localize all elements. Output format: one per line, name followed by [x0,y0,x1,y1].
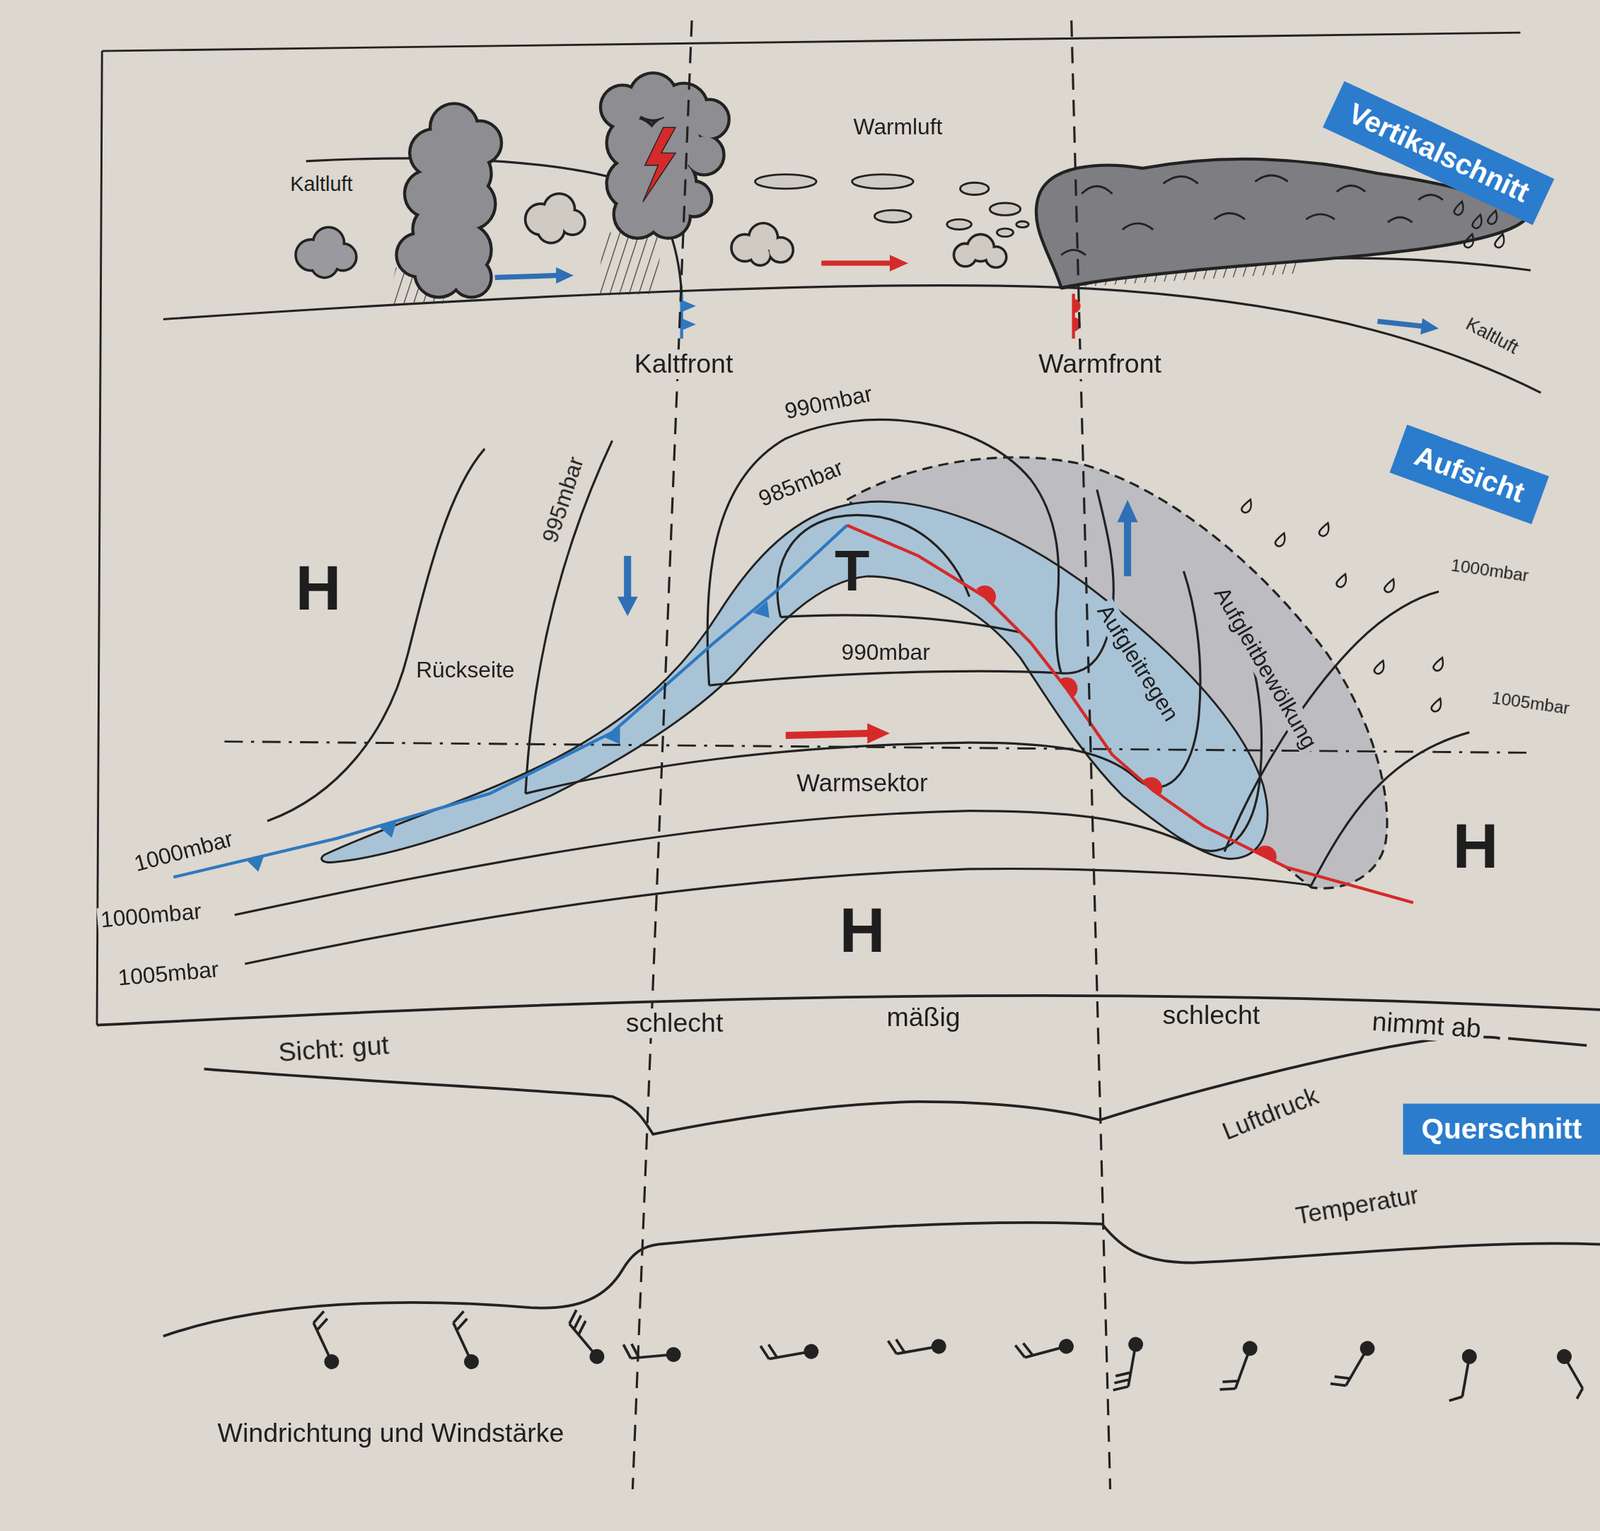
isobar-label: 1000mbar [128,826,239,878]
wind-barbs [305,1309,1592,1405]
front-label: Kaltfront [630,349,736,379]
curve-label: Luftdruck [1215,1081,1325,1147]
isobar-label: 1005mbar [1487,688,1574,720]
axis-label: Windrichtung und Windstärke [214,1418,568,1448]
isobar-label: 1000mbar [96,899,206,933]
curve-label: Temperatur [1290,1181,1424,1231]
pressure-high: H [836,895,888,965]
isobar-label: 995mbar [536,451,590,549]
air-mass-label: Kaltluft [1459,313,1525,361]
pressure-high: H [292,553,344,624]
section-tab: Querschnitt [1403,1104,1600,1156]
isobar-label: 985mbar [752,454,850,513]
front-guide-lines [632,20,1110,1490]
isobar-label: 1000mbar [1446,555,1533,587]
rain-band [321,501,1268,863]
section-tab: Aufsicht [1389,425,1550,525]
isobar-label: 990mbar [838,640,933,666]
tab-text: Aufsicht [1410,439,1529,509]
pressure-low: T [831,539,873,603]
warm-front [846,525,1414,904]
motion-arrows [617,500,1139,745]
air-mass-label: Kaltluft [287,172,356,196]
visibility-label: schlecht [622,1008,726,1038]
cross-section-lines [163,158,1542,393]
region-label: Warmsektor [793,770,931,798]
visibility-label: mäßig [883,1002,964,1032]
isobars [234,419,1470,965]
region-label: Rückseite [413,657,518,683]
front-label: Warmfront [1035,349,1165,379]
section-line [224,741,1531,754]
tab-text: Querschnitt [1421,1113,1583,1146]
air-mass-label: Warmluft [850,115,946,141]
air-flow-arrows [495,255,1439,336]
visibility-label: nimmt ab [1367,1006,1485,1045]
front-markers [681,293,1081,339]
pressure-high: H [1449,812,1501,882]
profile-curves [96,995,1600,1337]
isobar-label: 990mbar [779,381,878,426]
cold-front [173,525,847,878]
visibility-label: schlecht [1159,1000,1263,1030]
visibility-label: Sicht: gut [274,1029,394,1068]
isobar-label: 1005mbar [113,957,223,991]
